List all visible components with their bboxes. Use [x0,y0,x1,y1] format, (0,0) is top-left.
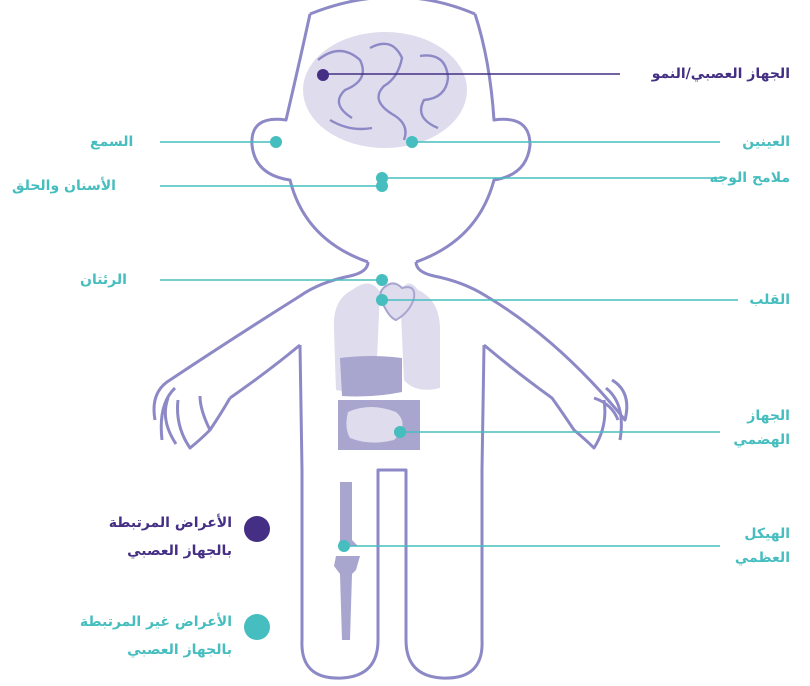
label-digestive-line1: الجهاز [747,406,790,426]
dot-skeleton [338,540,350,552]
legend-neuro-line1: الأعراض المرتبطة [109,513,232,533]
dot-hearing [270,136,282,148]
dot-lungs [376,274,388,286]
label-face: ملامح الوجه [710,168,790,188]
label-heart: القلب [749,290,790,310]
liver [340,356,402,397]
label-hearing: السمع [90,132,133,152]
dot-heart [376,294,388,306]
femur [338,482,358,546]
dot-nervous [317,69,329,81]
label-skeleton-line1: الهيكل [744,524,790,544]
label-eyes: العينين [742,132,790,152]
label-nervous-system: الجهاز العصبي/النمو [652,64,790,84]
label-skeleton-line2: العظمي [735,548,790,568]
legend-neuro-line2: بالجهاز العصبي [127,541,232,561]
legend-nonneuro-line1: الأعراض غير المرتبطة [80,612,232,632]
legend-nonneuro-dot [244,614,270,640]
dot-teeth [376,180,388,192]
tibia [334,556,360,640]
connector-lines [160,74,738,546]
brain [303,32,467,148]
label-digestive-line2: الهضمي [733,430,790,450]
dot-digestive [394,426,406,438]
legend-neuro-dot [244,516,270,542]
label-lungs: الرئتان [80,270,127,290]
dot-eyes [406,136,418,148]
legend-nonneuro-line2: بالجهاز العصبي [127,640,232,660]
label-teeth-throat: الأسنان والحلق [12,176,116,196]
